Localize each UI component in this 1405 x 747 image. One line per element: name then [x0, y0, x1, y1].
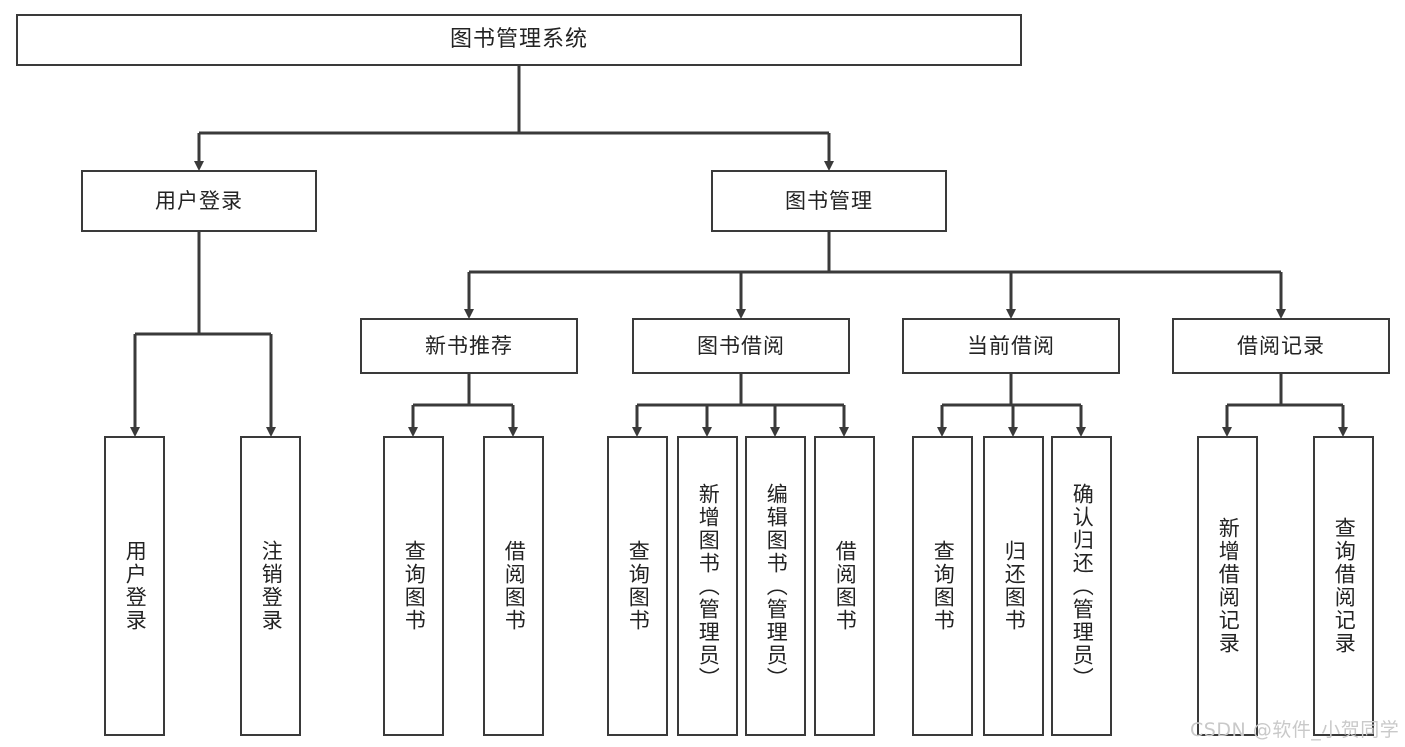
- leaf-label: 注销登录: [259, 540, 284, 632]
- node-new-book-recommend[interactable]: 新书推荐: [360, 318, 578, 374]
- leaf-edit-book-admin[interactable]: 编辑图书（管理员）: [745, 436, 806, 736]
- leaf-label: 新增图书（管理员）: [696, 482, 721, 690]
- csdn-watermark: CSDN @软件_小贺同学: [1190, 719, 1400, 741]
- leaf-query-book-recommend[interactable]: 查询图书: [383, 436, 444, 736]
- leaf-label: 编辑图书（管理员）: [764, 482, 789, 690]
- node-current-borrow[interactable]: 当前借阅: [902, 318, 1120, 374]
- node-borrow-record[interactable]: 借阅记录: [1172, 318, 1390, 374]
- leaf-user-login[interactable]: 用户登录: [104, 436, 165, 736]
- node-book-borrow[interactable]: 图书借阅: [632, 318, 850, 374]
- leaf-query-borrow-record[interactable]: 查询借阅记录: [1313, 436, 1374, 736]
- leaf-label: 归还图书: [1002, 540, 1027, 632]
- leaf-confirm-return-admin[interactable]: 确认归还（管理员）: [1051, 436, 1112, 736]
- node-root[interactable]: 图书管理系统: [16, 14, 1022, 66]
- leaf-add-borrow-record[interactable]: 新增借阅记录: [1197, 436, 1258, 736]
- node-current-borrow-label: 当前借阅: [967, 333, 1055, 358]
- leaf-label: 用户登录: [123, 540, 148, 632]
- node-book-borrow-label: 图书借阅: [697, 333, 785, 358]
- leaf-label: 借阅图书: [833, 540, 858, 632]
- leaf-label: 借阅图书: [502, 540, 527, 632]
- leaf-add-book-admin[interactable]: 新增图书（管理员）: [677, 436, 738, 736]
- node-user-login[interactable]: 用户登录: [81, 170, 317, 232]
- node-new-book-recommend-label: 新书推荐: [425, 333, 513, 358]
- node-book-management-label: 图书管理: [785, 188, 873, 213]
- leaf-label: 确认归还（管理员）: [1070, 482, 1095, 690]
- node-book-management[interactable]: 图书管理: [711, 170, 947, 232]
- leaf-query-book-borrow[interactable]: 查询图书: [607, 436, 668, 736]
- leaf-return-book[interactable]: 归还图书: [983, 436, 1044, 736]
- node-user-login-label: 用户登录: [155, 188, 243, 213]
- leaf-query-book-current[interactable]: 查询图书: [912, 436, 973, 736]
- leaf-logout[interactable]: 注销登录: [240, 436, 301, 736]
- leaf-borrow-book[interactable]: 借阅图书: [814, 436, 875, 736]
- leaf-label: 查询图书: [931, 540, 956, 632]
- leaf-label: 查询借阅记录: [1332, 517, 1357, 655]
- leaf-label: 查询图书: [402, 540, 427, 632]
- leaf-borrow-book-recommend[interactable]: 借阅图书: [483, 436, 544, 736]
- node-borrow-record-label: 借阅记录: [1237, 333, 1325, 358]
- node-root-label: 图书管理系统: [449, 27, 588, 53]
- leaf-label: 查询图书: [626, 540, 651, 632]
- leaf-label: 新增借阅记录: [1216, 517, 1241, 655]
